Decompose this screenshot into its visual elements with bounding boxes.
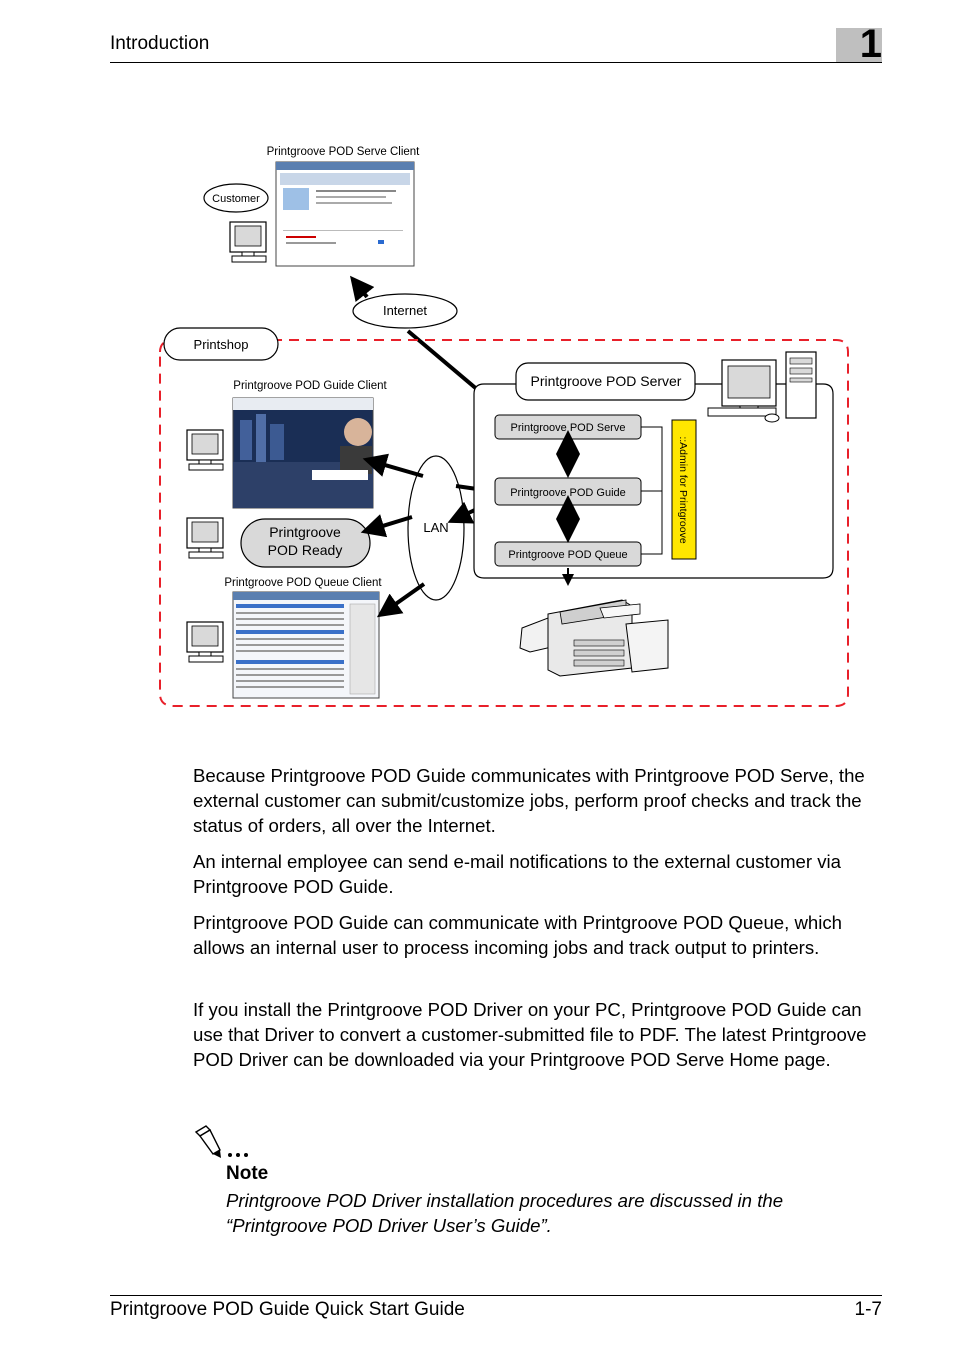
guide-client-label: Printgroove POD Guide Client (233, 380, 387, 392)
internet-bubble (352, 293, 458, 329)
arrow-lan-guide-client (362, 453, 424, 478)
chapter-tab (836, 28, 882, 62)
ready-pc-icon (186, 517, 224, 559)
paragraph-2: An internal employee can send e-mail not… (193, 851, 842, 897)
internet-label: Internet (383, 303, 427, 318)
pod-ready-bubble (240, 518, 371, 568)
guide-client-screenshot (232, 397, 374, 509)
pencil-note-icon (194, 1125, 248, 1158)
paragraph-4: If you install the Printgroove POD Drive… (193, 999, 867, 1070)
note-title: Note (226, 1163, 269, 1184)
paragraph-3: Printgroove POD Guide can communicate wi… (193, 912, 843, 958)
serve-client-label: Printgroove POD Serve Client (267, 146, 421, 158)
printshop-label: Printshop (194, 337, 249, 352)
guide-module-label: Printgroove POD Guide (510, 487, 626, 499)
guide-pc-icon (186, 429, 224, 471)
server-pc-icon (707, 351, 817, 423)
lan-label: LAN (423, 520, 448, 535)
customer-bubble (203, 183, 269, 213)
note-text: Printgroove POD Driver installation proc… (226, 1190, 784, 1236)
printer-icon (519, 599, 669, 677)
pod-ready-line1: Printgroove (269, 524, 341, 540)
system-diagram: Printgroove POD Serve Client Customer In… (159, 146, 849, 707)
arrow-lan-ready (360, 514, 413, 538)
queue-client-screenshot (232, 591, 380, 699)
queue-module-label: Printgroove POD Queue (508, 549, 627, 561)
admin-bar (671, 419, 697, 560)
customer-pc-icon (229, 221, 267, 263)
lan-bubble (407, 455, 465, 601)
footer-guide-title: Printgroove POD Guide Quick Start Guide (110, 1299, 465, 1320)
section-title: Introduction (110, 33, 210, 54)
printshop-bubble (163, 327, 279, 361)
footer-rule (110, 1295, 882, 1296)
arrow-to-serve-client (350, 275, 375, 302)
queue-pc-icon (186, 621, 224, 663)
server-label-box (515, 362, 696, 401)
chapter-number: 1 (859, 22, 882, 66)
arrow-lan-queue-client (376, 582, 426, 618)
serve-module-label: Printgroove POD Serve (511, 422, 626, 434)
admin-label: ::Admin for Printgroove (677, 436, 689, 544)
pod-ready-line2: POD Ready (268, 542, 343, 558)
printshop-boundary (159, 339, 849, 707)
customer-label: Customer (212, 193, 260, 205)
serve-client-screenshot (275, 161, 415, 267)
paragraph-1: Because Printgroove POD Guide communicat… (193, 765, 865, 836)
footer-page-number: 1-7 (854, 1299, 882, 1320)
server-label: Printgroove POD Server (531, 373, 682, 389)
queue-client-label: Printgroove POD Queue Client (224, 577, 382, 589)
header-rule (110, 62, 882, 63)
